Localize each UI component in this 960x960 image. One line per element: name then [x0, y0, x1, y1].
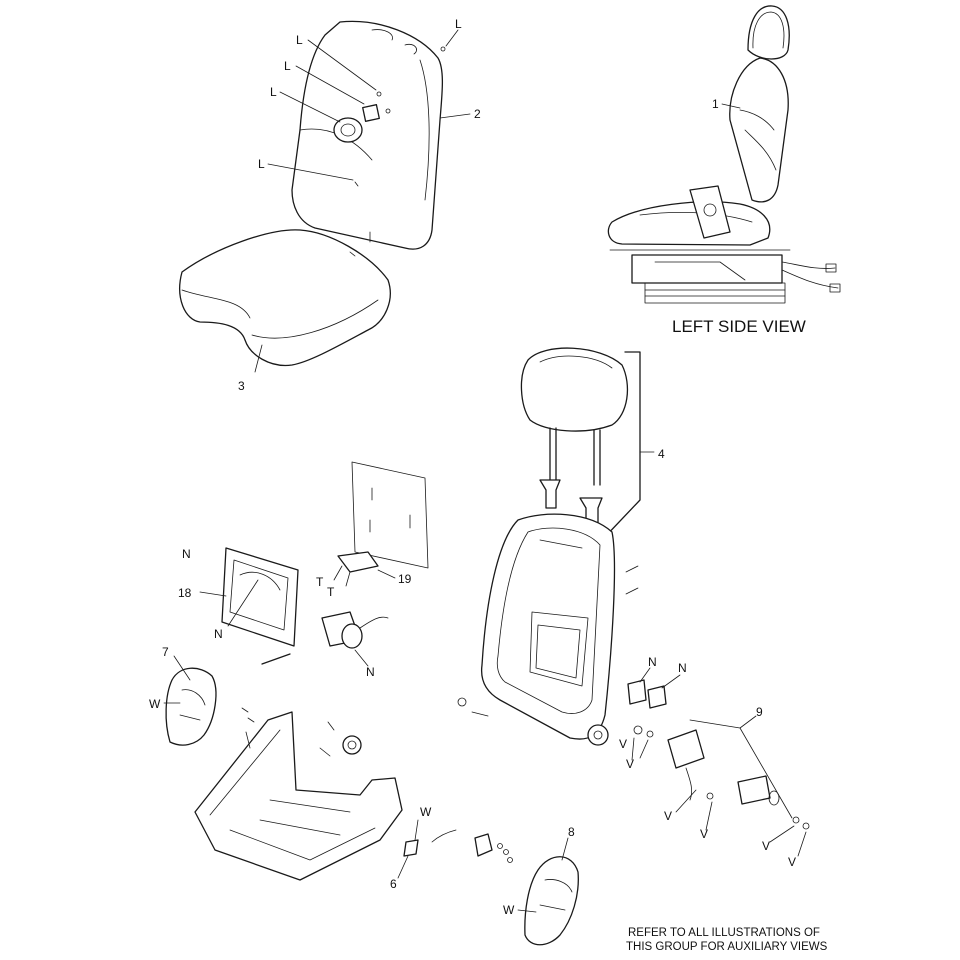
label-L: L: [258, 157, 265, 171]
note-line-1: REFER TO ALL ILLUSTRATIONS OF: [628, 927, 820, 939]
label-3: 3: [238, 379, 245, 393]
label-L: L: [270, 85, 277, 99]
seat-base-frame: [194, 707, 403, 881]
view-caption: LEFT SIDE VIEW: [672, 317, 806, 336]
label-2: 2: [474, 107, 481, 121]
side-shield-7: [163, 655, 217, 746]
label-6: 6: [390, 877, 397, 891]
label-N: N: [366, 665, 375, 679]
note-line-2: THIS GROUP FOR AUXILIARY VIEWS: [626, 941, 828, 953]
label-N: N: [182, 547, 191, 561]
part-19-switch: [333, 551, 396, 587]
label-1: 1: [712, 97, 719, 111]
label-T: T: [327, 585, 335, 599]
label-N: N: [678, 661, 687, 675]
lumbar-motor: [321, 611, 389, 667]
part-18-lumbar-panel: [199, 547, 299, 665]
label-18: 18: [178, 586, 192, 600]
label-N: N: [214, 627, 223, 641]
label-V: V: [626, 757, 634, 771]
label-V: V: [700, 827, 708, 841]
label-V: V: [664, 809, 672, 823]
callout-labels: L L L L L 2 3 1 LEFT SIDE VIEW 4 N 18 N …: [149, 17, 828, 953]
label-19: 19: [398, 572, 412, 586]
label-N: N: [648, 655, 657, 669]
label-7: 7: [162, 645, 169, 659]
label-8: 8: [568, 825, 575, 839]
mounting-plate: [351, 461, 429, 569]
label-W: W: [149, 697, 161, 711]
label-T: T: [316, 575, 324, 589]
backrest-frame: [457, 513, 639, 746]
label-9: 9: [756, 705, 763, 719]
label-L: L: [284, 59, 291, 73]
switch-modules: [627, 667, 681, 709]
label-4: 4: [658, 447, 665, 461]
label-V: V: [619, 737, 627, 751]
label-L: L: [455, 17, 462, 31]
label-W: W: [503, 903, 515, 917]
seat-assembly-side-view: [607, 5, 841, 304]
seat-cushion: [179, 229, 391, 373]
side-shield-8: [517, 837, 579, 946]
part-6-clip: [397, 819, 419, 879]
seat-back-cushion: [267, 20, 471, 250]
part-9-control-module: [631, 715, 810, 857]
label-W: W: [420, 805, 432, 819]
label-V: V: [762, 839, 770, 853]
label-L: L: [296, 33, 303, 47]
small-fasteners: [431, 829, 513, 863]
label-V: V: [788, 855, 796, 869]
headrest: [520, 347, 655, 541]
